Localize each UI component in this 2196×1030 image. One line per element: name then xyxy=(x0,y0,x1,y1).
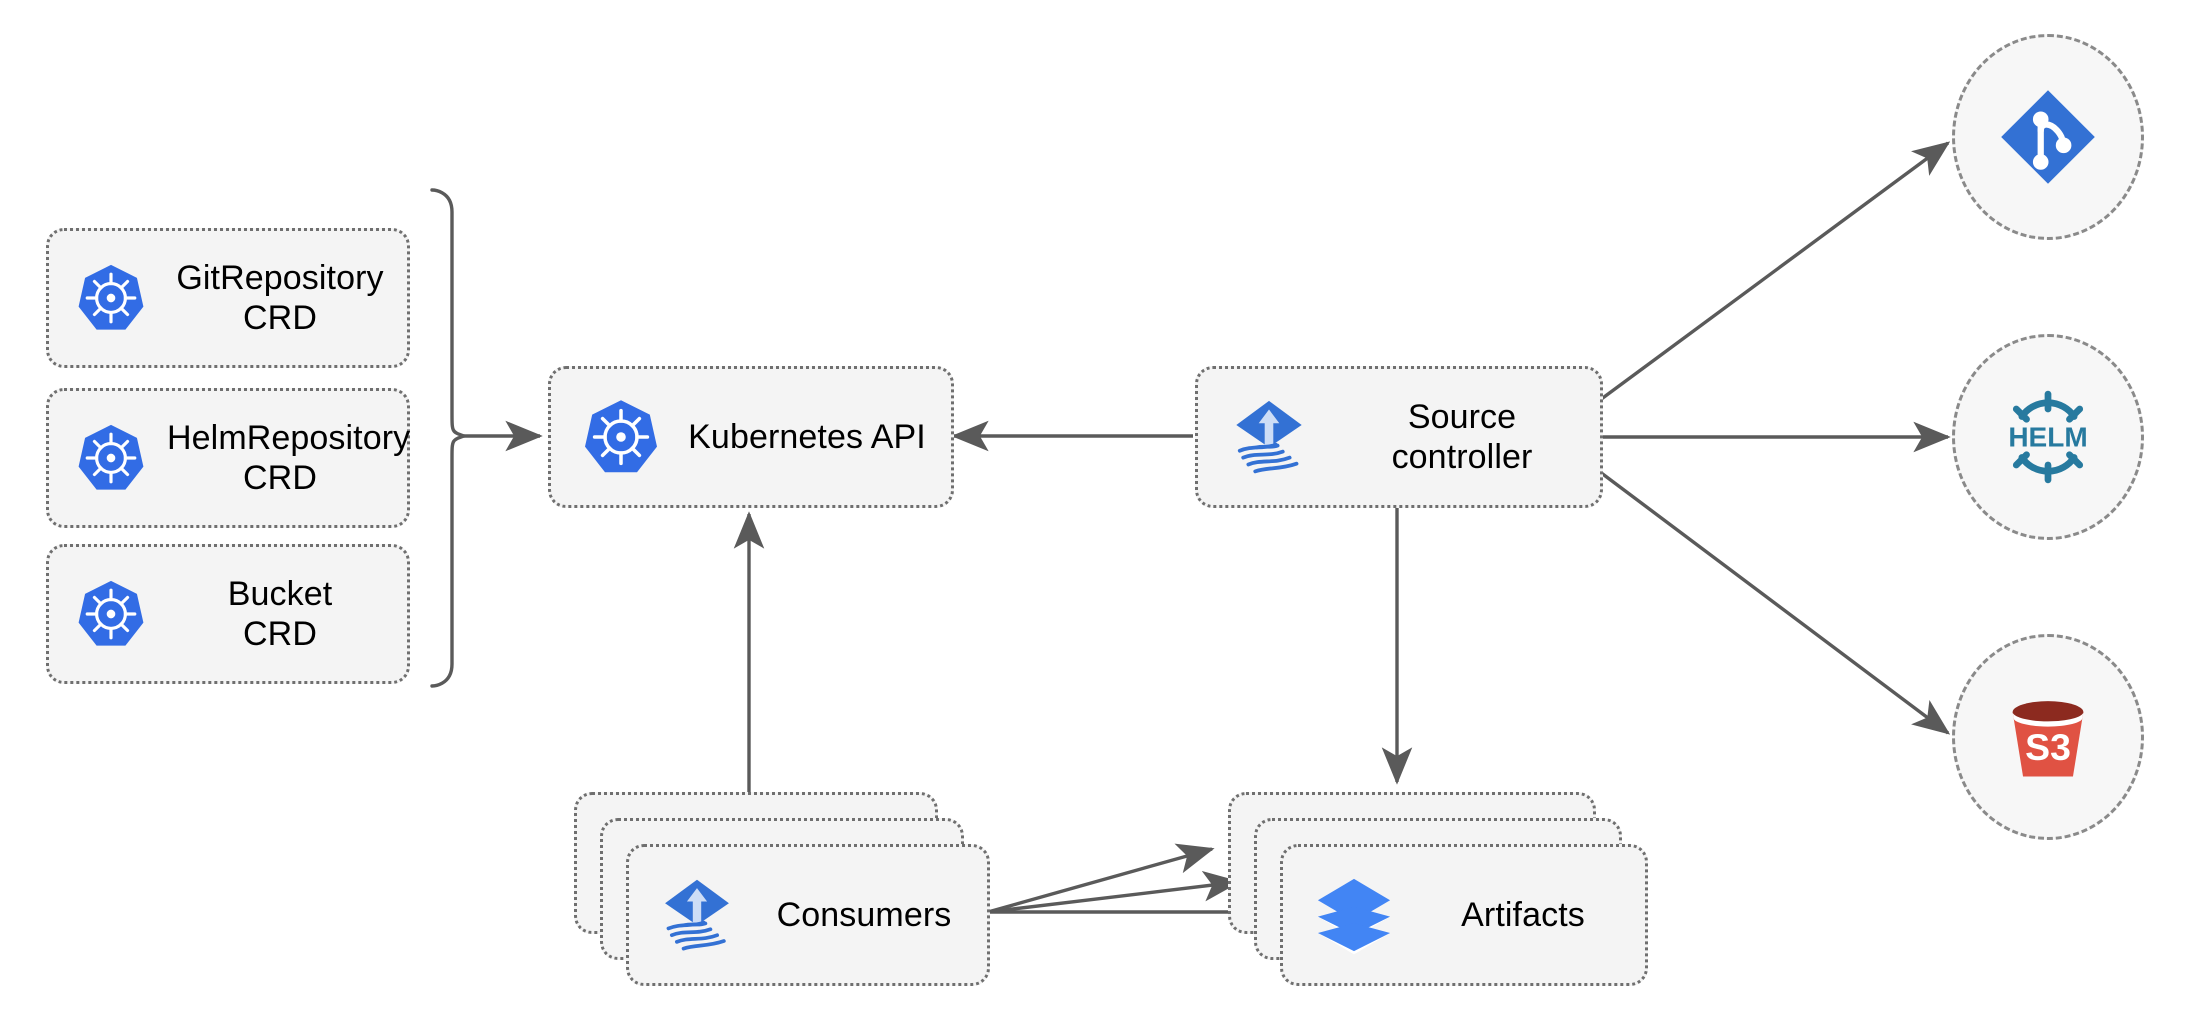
node-label-source-controller: Source controller xyxy=(1391,397,1533,476)
crd-box-helmrepository[interactable]: HelmRepository CRD xyxy=(46,388,410,528)
external-s3[interactable]: S3 xyxy=(1952,634,2144,840)
s3-icon: S3 xyxy=(1996,685,2100,789)
kubernetes-icon xyxy=(581,397,661,477)
edge-source-to-s3 xyxy=(1598,470,1951,735)
node-label-kubernetes-api: Kubernetes API xyxy=(688,417,926,456)
layers-icon xyxy=(1313,874,1395,956)
kubernetes-icon xyxy=(75,422,147,494)
edge-consumers-to-artifacts-mid xyxy=(987,870,1241,914)
crd-label-gitrepository: GitRepository CRD xyxy=(176,258,384,337)
git-icon xyxy=(1996,85,2100,189)
flux-icon xyxy=(1226,394,1312,480)
edge-source-to-git xyxy=(1598,141,1951,402)
node-consumers[interactable]: Consumers xyxy=(626,844,990,986)
flux-icon xyxy=(655,873,739,957)
external-helm[interactable]: HELM xyxy=(1952,334,2144,540)
crd-box-gitrepository[interactable]: GitRepository CRD xyxy=(46,228,410,368)
kubernetes-icon xyxy=(75,262,147,334)
crd-box-bucket[interactable]: Bucket CRD xyxy=(46,544,410,684)
kubernetes-icon xyxy=(75,578,147,650)
s3-wordmark: S3 xyxy=(2025,726,2071,768)
node-source-controller[interactable]: Source controller xyxy=(1195,366,1603,508)
helm-wordmark: HELM xyxy=(2008,421,2087,452)
node-artifacts[interactable]: Artifacts xyxy=(1280,844,1648,986)
crd-label-bucket: Bucket CRD xyxy=(227,574,333,653)
edge-consumers-to-artifacts-back xyxy=(987,843,1215,914)
node-kubernetes-api[interactable]: Kubernetes API xyxy=(548,366,954,508)
helm-icon: HELM xyxy=(1992,381,2104,493)
node-label-consumers: Consumers xyxy=(776,895,952,934)
external-git[interactable] xyxy=(1952,34,2144,240)
node-label-artifacts: Artifacts xyxy=(1461,895,1585,934)
crd-group-brace xyxy=(430,188,470,688)
crd-label-helmrepository: HelmRepository CRD xyxy=(167,418,411,497)
